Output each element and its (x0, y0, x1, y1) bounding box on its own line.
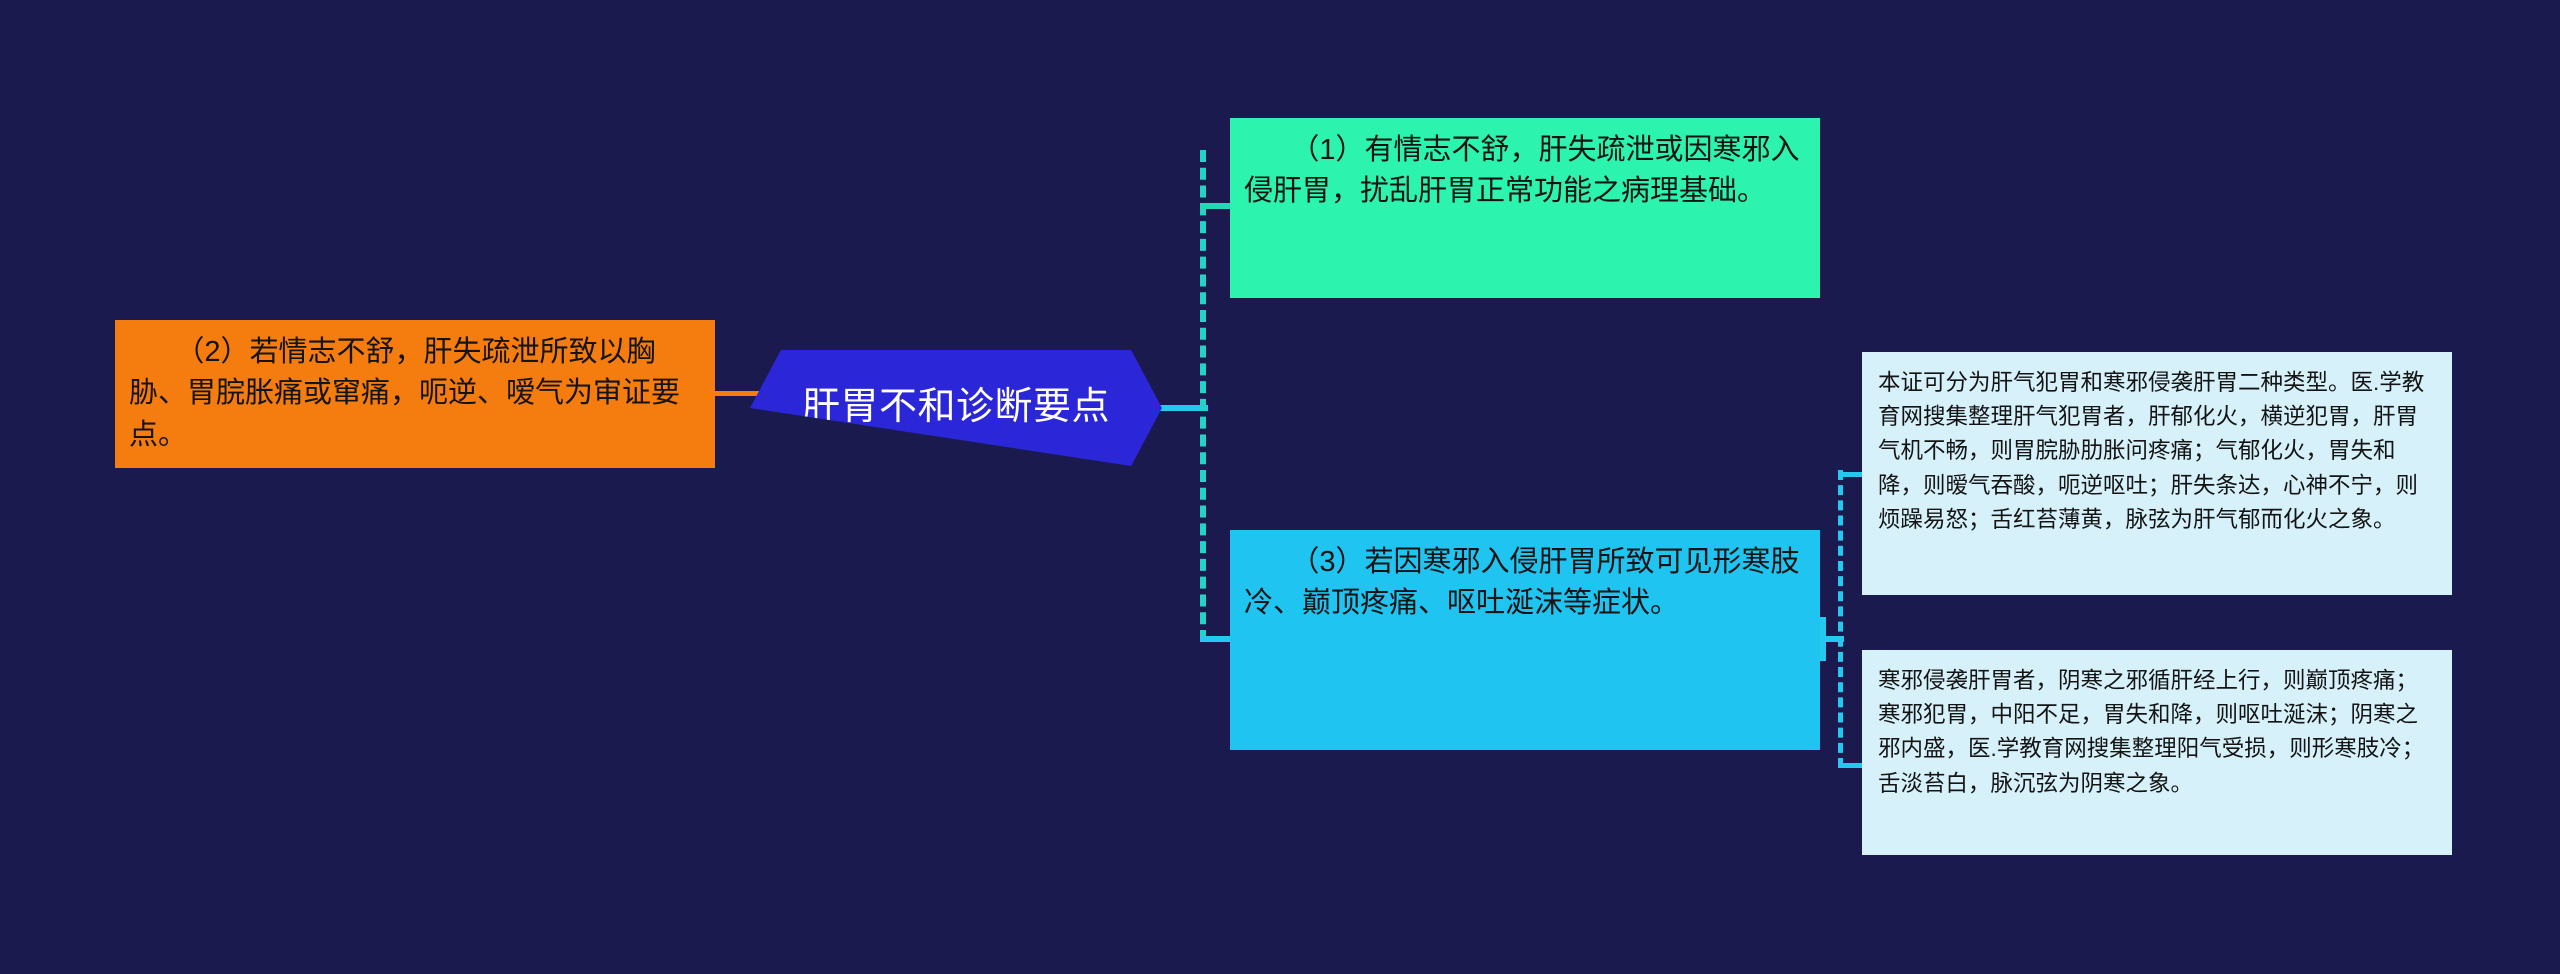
note-card-b[interactable]: 寒邪侵袭肝胃者，阴寒之邪循肝经上行，则巅顶疼痛；寒邪犯胃，中阳不足，胃失和降，则… (1862, 650, 2452, 855)
connector-notes-spine (1838, 470, 1843, 768)
connector-spine-to-note-a (1838, 472, 1866, 477)
connector-center-to-right-spine (1148, 405, 1208, 411)
connector-notes-tee (1820, 617, 1826, 661)
branch-node-3[interactable]: （3）若因寒邪入侵肝胃所致可见形寒肢冷、巅顶疼痛、呕吐涎沫等症状。 (1230, 530, 1820, 750)
connector-spine-to-branch-3 (1200, 636, 1234, 642)
connector-center-to-branch-2 (713, 391, 765, 396)
center-node-label: 肝胃不和诊断要点 (801, 386, 1110, 429)
connector-spine-to-note-b (1838, 763, 1866, 768)
connector-spine-to-branch-1 (1200, 203, 1234, 209)
connector-right-spine (1200, 150, 1206, 642)
note-card-a[interactable]: 本证可分为肝气犯胃和寒邪侵袭肝胃二种类型。医.学教育网搜集整理肝气犯胃者，肝郁化… (1862, 352, 2452, 595)
branch-node-3-label: （3）若因寒邪入侵肝胃所致可见形寒肢冷、巅顶疼痛、呕吐涎沫等症状。 (1244, 546, 1800, 620)
branch-node-1[interactable]: （1）有情志不舒，肝失疏泄或因寒邪入侵肝胃，扰乱肝胃正常功能之病理基础。 (1230, 118, 1820, 298)
note-card-b-text: 寒邪侵袭肝胃者，阴寒之邪循肝经上行，则巅顶疼痛；寒邪犯胃，中阳不足，胃失和降，则… (1878, 668, 2425, 796)
center-node[interactable]: 肝胃不和诊断要点 (750, 350, 1162, 466)
branch-node-2[interactable]: （2）若情志不舒，肝失疏泄所致以胸胁、胃脘胀痛或窜痛，呃逆、嗳气为审证要点。 (115, 320, 715, 468)
note-card-a-text: 本证可分为肝气犯胃和寒邪侵袭肝胃二种类型。医.学教育网搜集整理肝气犯胃者，肝郁化… (1878, 370, 2425, 532)
branch-node-2-label: （2）若情志不舒，肝失疏泄所致以胸胁、胃脘胀痛或窜痛，呃逆、嗳气为审证要点。 (129, 336, 681, 451)
branch-node-1-label: （1）有情志不舒，肝失疏泄或因寒邪入侵肝胃，扰乱肝胃正常功能之病理基础。 (1244, 134, 1800, 208)
connector-branch-3-to-notes-spine (1814, 636, 1844, 642)
